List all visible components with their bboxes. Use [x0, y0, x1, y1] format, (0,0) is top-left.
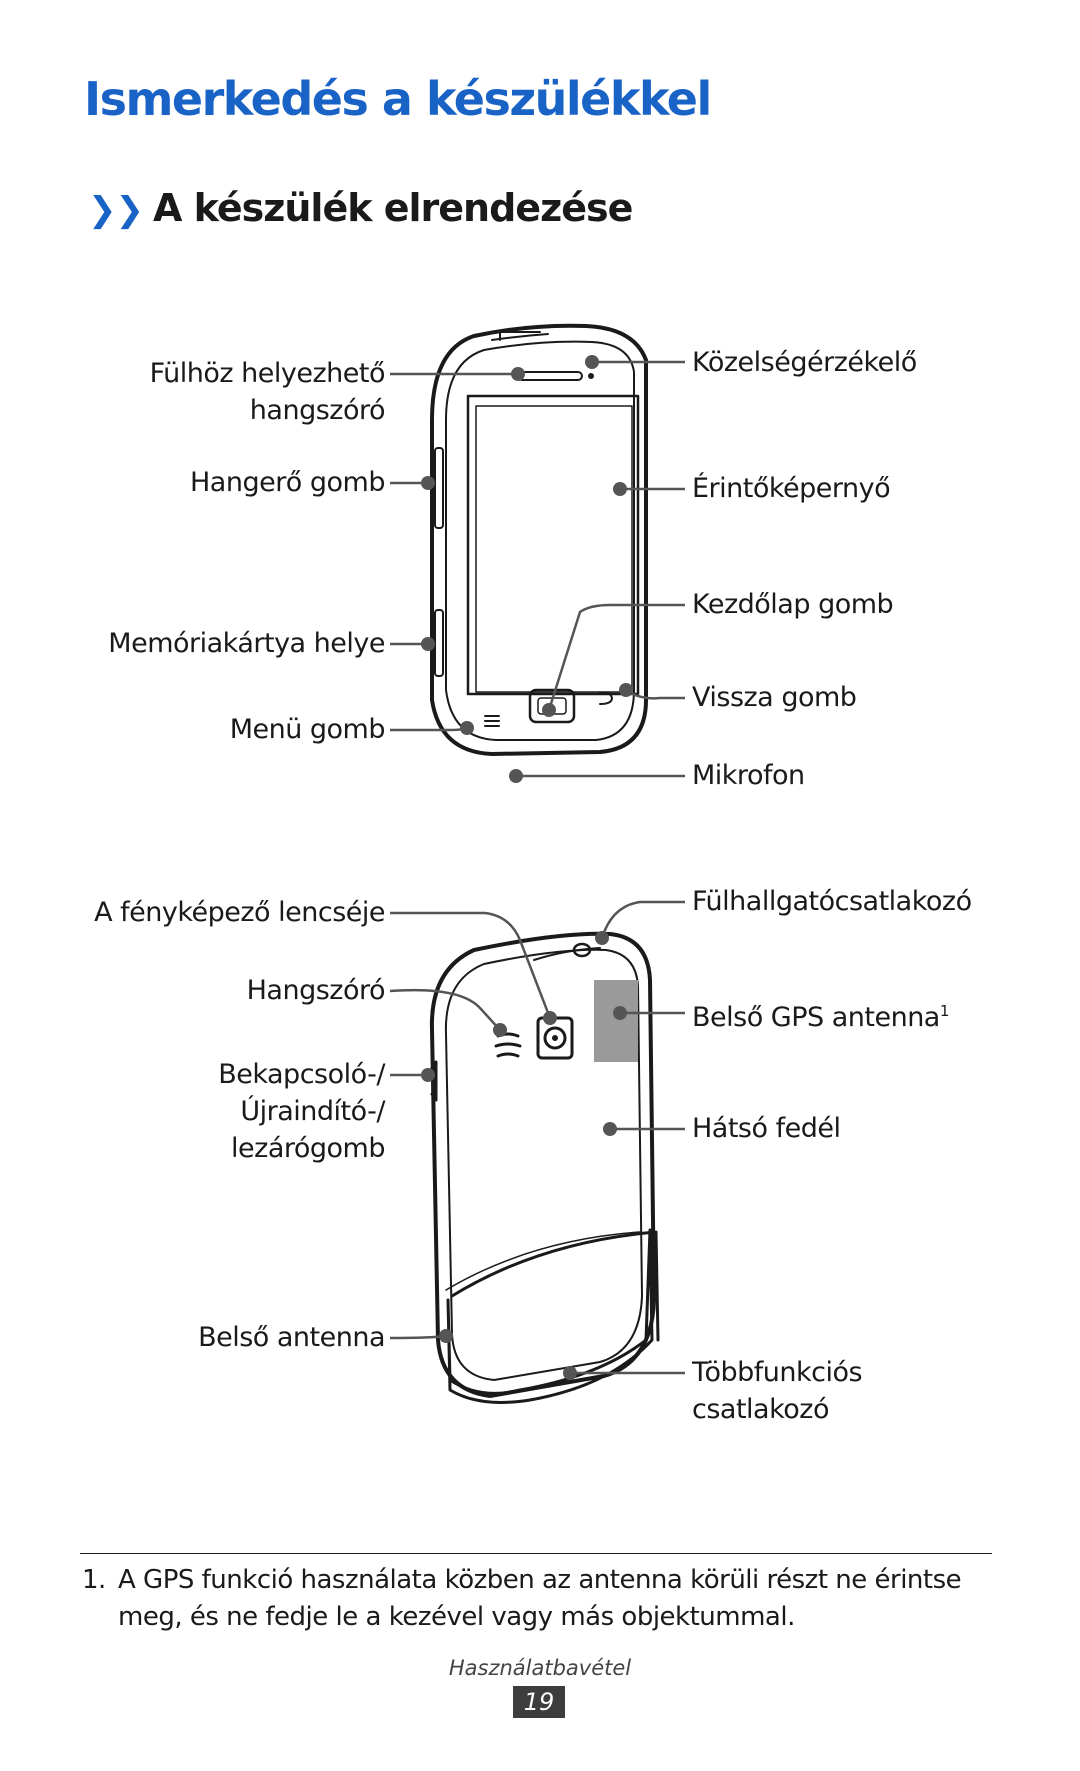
- label-home-button: Kezdőlap gomb: [692, 589, 894, 620]
- footer-section-name: Használatbavétel: [448, 1656, 632, 1680]
- footnote: 1. A GPS funkció használata közben az an…: [82, 1562, 1002, 1636]
- page-number-badge: 19: [513, 1686, 565, 1718]
- label-back-cover: Hátsó fedél: [692, 1113, 841, 1144]
- back-phone-illustration: [429, 931, 660, 1404]
- section-title-text: A készülék elrendezése: [152, 186, 633, 230]
- label-touchscreen: Érintőképernyő: [692, 473, 891, 504]
- label-multifunction-jack: Többfunkciós csatlakozó: [692, 1357, 863, 1425]
- label-internal-antenna: Belső antenna: [198, 1322, 385, 1353]
- footnote-text: A GPS funkció használata közben az anten…: [118, 1565, 962, 1632]
- label-volume-button: Hangerő gomb: [189, 467, 386, 498]
- label-proximity-sensor: Közelségérzékelő: [692, 347, 917, 378]
- label-menu-button: Menü gomb: [229, 714, 386, 745]
- label-memory-card-slot: Memóriakártya helye: [108, 628, 385, 659]
- footnote-divider: [80, 1553, 992, 1554]
- label-headset-jack: Fülhallgatócsatlakozó: [692, 886, 972, 917]
- label-earpiece: Fülhöz helyezhető hangszóró: [149, 358, 386, 426]
- label-back-button: Vissza gomb: [692, 682, 857, 713]
- chevron-icon: ❯❯: [88, 190, 144, 230]
- leader-dots: [421, 355, 633, 1380]
- label-gps-antenna: Belső GPS antenna1: [692, 1002, 949, 1033]
- footnote-number: 1.: [82, 1565, 106, 1595]
- label-camera-lens: A fényképező lencséje: [94, 897, 385, 928]
- front-phone-illustration: [430, 323, 648, 756]
- label-speaker: Hangszóró: [246, 975, 386, 1006]
- label-power-button: Bekapcsoló-/ Újraindító-/ lezárógomb: [218, 1059, 385, 1164]
- page-title: Ismerkedés a készülékkel: [84, 72, 712, 126]
- gps-antenna-area: [594, 980, 638, 1062]
- section-title: ❯❯A készülék elrendezése: [88, 186, 633, 230]
- label-microphone: Mikrofon: [692, 760, 805, 791]
